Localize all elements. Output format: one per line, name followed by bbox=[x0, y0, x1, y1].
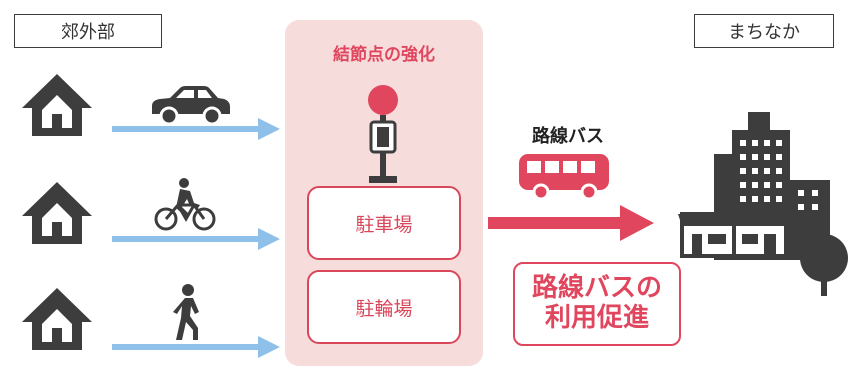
bus-icon bbox=[519, 154, 609, 201]
parking-box: 駐車場 bbox=[307, 186, 461, 260]
bicycle-icon bbox=[154, 178, 216, 231]
bicycle-parking-box: 駐輪場 bbox=[307, 270, 461, 344]
arrow-car bbox=[112, 118, 280, 140]
car-icon bbox=[152, 86, 230, 126]
tree-icon bbox=[800, 234, 848, 296]
walking-person-icon bbox=[173, 284, 199, 340]
promotion-line2: 利用促進 bbox=[544, 303, 649, 333]
bus-route-arrow bbox=[488, 205, 654, 241]
bus-stop-icon bbox=[368, 85, 398, 183]
city-illustration bbox=[678, 112, 848, 296]
shop-icon bbox=[730, 212, 790, 258]
hub-panel: 結節点の強化 駐車場 駐輪場 bbox=[285, 20, 483, 366]
arrow-bicycle bbox=[112, 228, 280, 250]
promotion-box: 路線バスの 利用促進 bbox=[513, 262, 681, 346]
route-bus-label: 路線バス bbox=[532, 126, 604, 147]
house-icon bbox=[22, 74, 92, 136]
house-icon bbox=[22, 288, 92, 350]
house-icon bbox=[22, 182, 92, 244]
promotion-line1: 路線バスの bbox=[531, 273, 662, 304]
arrow-walk bbox=[112, 336, 280, 358]
hub-title: 結節点の強化 bbox=[333, 45, 435, 65]
shop-icon bbox=[678, 212, 738, 258]
suburb-label: 郊外部 bbox=[14, 14, 162, 48]
town-label: まちなか bbox=[694, 14, 834, 48]
